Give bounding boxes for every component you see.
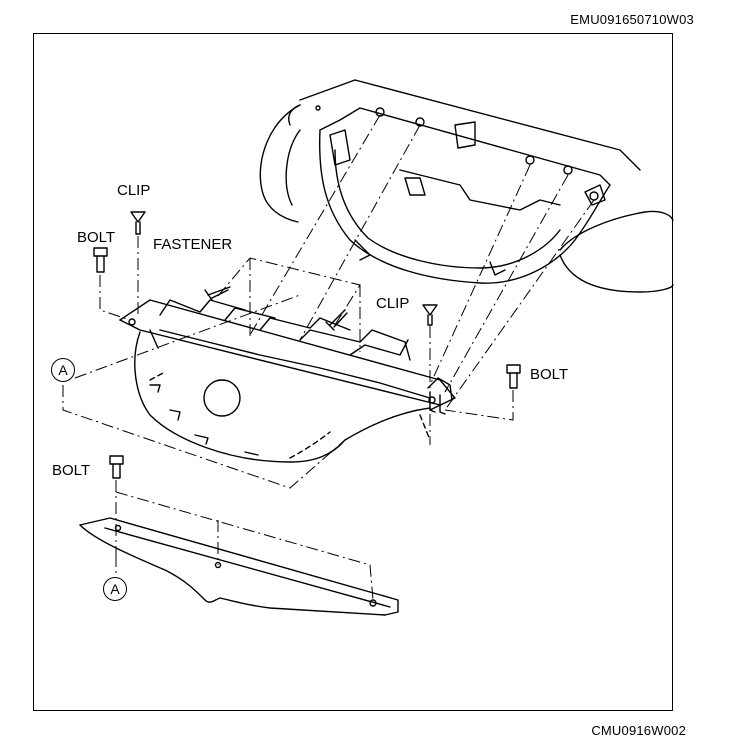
clip-upper	[130, 211, 146, 235]
clip-label-right: CLIP	[376, 295, 410, 312]
alignment-lines	[62, 114, 595, 601]
diagram-frame	[33, 33, 673, 711]
front-bumper-grille	[119, 299, 456, 463]
clip-right	[422, 304, 438, 326]
document-code: EMU091650710W03	[570, 12, 694, 27]
lower-air-guide-strip	[79, 517, 399, 616]
left-headlight-outline	[259, 104, 301, 223]
radiator-support-panel	[288, 79, 641, 284]
figure-code: CMU0916W002	[591, 723, 686, 738]
bolt-upper-left	[93, 247, 108, 273]
hidden-edge-lines	[149, 371, 431, 459]
clip-label-upper: CLIP	[117, 182, 151, 199]
bolt-label-upper-left: BOLT	[77, 229, 116, 246]
bolt-label-lower: BOLT	[52, 462, 91, 479]
bolt-lower	[109, 455, 124, 479]
reference-marker-a-lower: A	[103, 577, 127, 601]
fastener-pin-left	[204, 286, 231, 301]
bolt-label-right: BOLT	[530, 366, 569, 383]
reference-marker-a-upper: A	[51, 358, 75, 382]
bolt-right	[506, 364, 521, 389]
fastener-pin-right	[325, 309, 348, 331]
mounting-hole-group	[315, 105, 599, 201]
fastener-label: FASTENER	[153, 236, 233, 253]
